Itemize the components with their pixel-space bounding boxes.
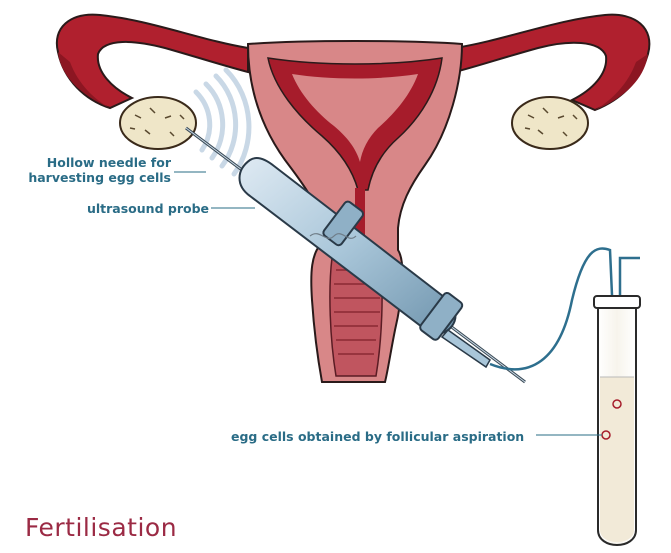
egg-cell bbox=[602, 431, 610, 439]
egg-cell bbox=[613, 400, 621, 408]
ultrasound-waves bbox=[196, 70, 249, 174]
probe-label: ultrasound probe bbox=[87, 201, 209, 216]
test-tube bbox=[594, 296, 640, 545]
fallopian-tube-left bbox=[57, 15, 248, 108]
needle-label: Hollow needle for harvesting egg cells bbox=[28, 155, 171, 185]
ovary-right bbox=[512, 97, 588, 149]
ovary-left bbox=[120, 97, 196, 149]
section-heading: Fertilisation bbox=[25, 513, 177, 542]
egg-cells-label: egg cells obtained by follicular aspirat… bbox=[231, 429, 524, 444]
needle-label-line2: harvesting egg cells bbox=[28, 170, 171, 185]
needle-label-line1: Hollow needle for bbox=[28, 155, 171, 170]
fallopian-tube-right bbox=[455, 15, 649, 110]
